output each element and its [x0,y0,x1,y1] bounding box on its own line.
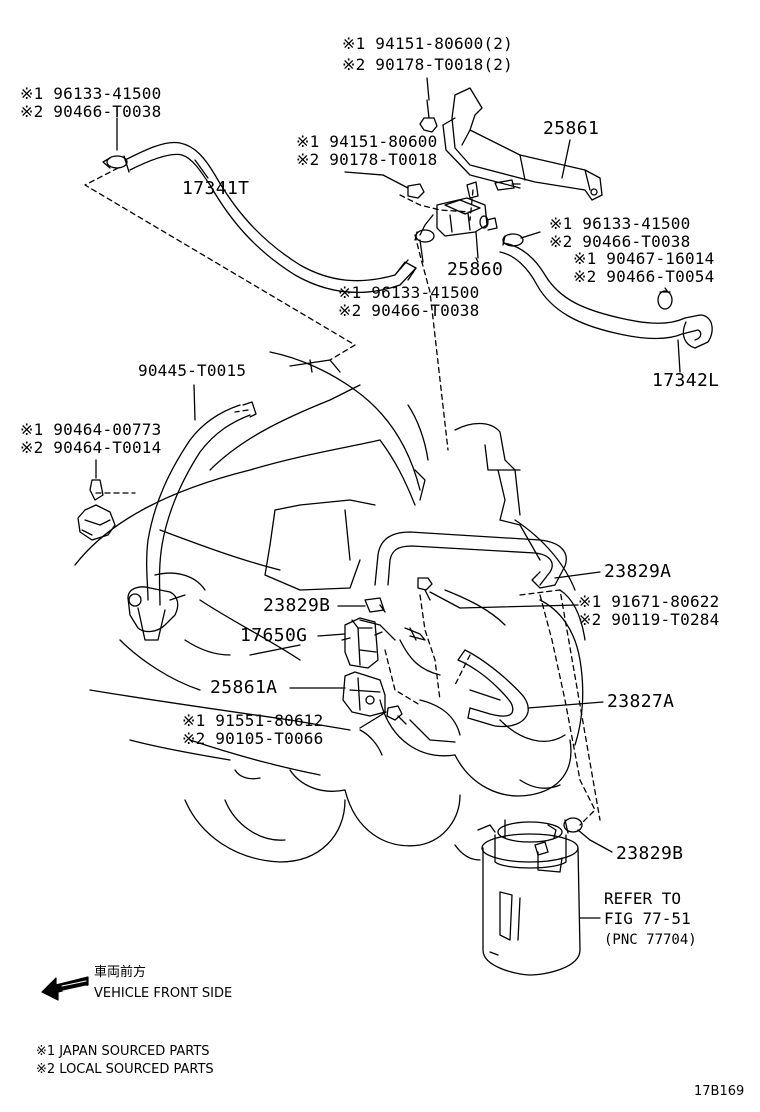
figure-id: 17B169 [694,1084,745,1099]
vsv-17650G [341,617,383,669]
label-90464-T0014: ※2 90464-T0014 [20,438,162,457]
vehicle-front-japanese: 車両前方 [94,965,147,980]
label-23829B-lower: 23829B [616,843,684,864]
vehicle-front-english: VEHICLE FRONT SIDE [94,986,233,1001]
valve-25860 [419,181,498,259]
label-96133-41500-left: ※1 96133-41500 [20,84,162,103]
hose-90445-T0015 [146,401,257,606]
refer-line-1: REFER TO [604,889,682,908]
label-94151-80600: ※1 94151-80600 [296,132,438,151]
clip-top [419,99,438,133]
screw-lower [386,705,407,725]
clamp-right-1 [502,233,524,247]
label-94151-80600-2: ※1 94151-80600(2) [342,34,513,53]
bracket-25861A [342,671,386,717]
label-90466-T0038-lower: ※2 90466-T0038 [338,301,480,320]
label-96133-41500-right: ※1 96133-41500 [549,214,691,233]
canister [477,819,581,976]
label-17650G: 17650G [240,625,308,646]
hose-23829A [374,531,567,589]
label-90466-T0038-right: ※2 90466-T0038 [549,232,691,251]
label-23829B-upper: 23829B [263,595,331,616]
note-local-sourced: ※2 LOCAL SOURCED PARTS [36,1062,214,1077]
clamp-23829B-lower [563,817,583,834]
bolt-upper [417,577,433,601]
vehicle-front-arrow [41,976,89,1001]
refer-line-2: FIG 77-51 [604,909,691,928]
label-90467-16014: ※1 90467-16014 [573,249,715,268]
label-90464-00773: ※1 90464-00773 [20,420,162,439]
label-96133-41500-lower: ※1 96133-41500 [338,283,480,302]
label-17341T: 17341T [182,178,250,199]
clip-left [77,479,116,541]
refer-line-3: (PNC 77704) [604,932,697,948]
label-90178-T0018: ※2 90178-T0018 [296,150,438,169]
label-90466-T0054: ※2 90466-T0054 [573,267,715,286]
note-japan-sourced: ※1 JAPAN SOURCED PARTS [36,1044,210,1059]
label-91551-80612: ※1 91551-80612 [182,711,324,730]
clamp-23829B-upper [364,597,386,613]
label-91671-80622: ※1 91671-80622 [578,592,720,611]
label-90105-T0066: ※2 90105-T0066 [182,729,324,748]
label-23829A: 23829A [604,561,672,582]
label-23827A: 23827A [607,691,675,712]
clamp-right-2 [657,290,673,310]
clamp-valve-left [414,229,435,243]
label-90178-T0018-2: ※2 90178-T0018(2) [342,55,513,74]
label-90445-T0015: 90445-T0015 [138,361,247,380]
hose-23827A [457,649,529,728]
label-25860: 25860 [447,259,504,280]
label-25861A: 25861A [210,677,278,698]
vsv-tube [404,627,426,641]
bracket-25861 [442,87,603,201]
label-17342L: 17342L [652,370,720,391]
clip-mid [382,174,425,199]
label-90119-T0284: ※2 90119-T0284 [578,610,720,629]
vsv-lower-left [127,586,186,641]
label-90466-T0038-left: ※2 90466-T0038 [20,102,162,121]
clamp-upper-left [102,155,130,173]
leader-lines [95,77,681,919]
hose-17342L [499,242,713,349]
hose-17341T [124,141,417,293]
label-25861: 25861 [543,118,600,139]
engine-outline [74,351,586,863]
dashed-leaders [84,167,601,826]
